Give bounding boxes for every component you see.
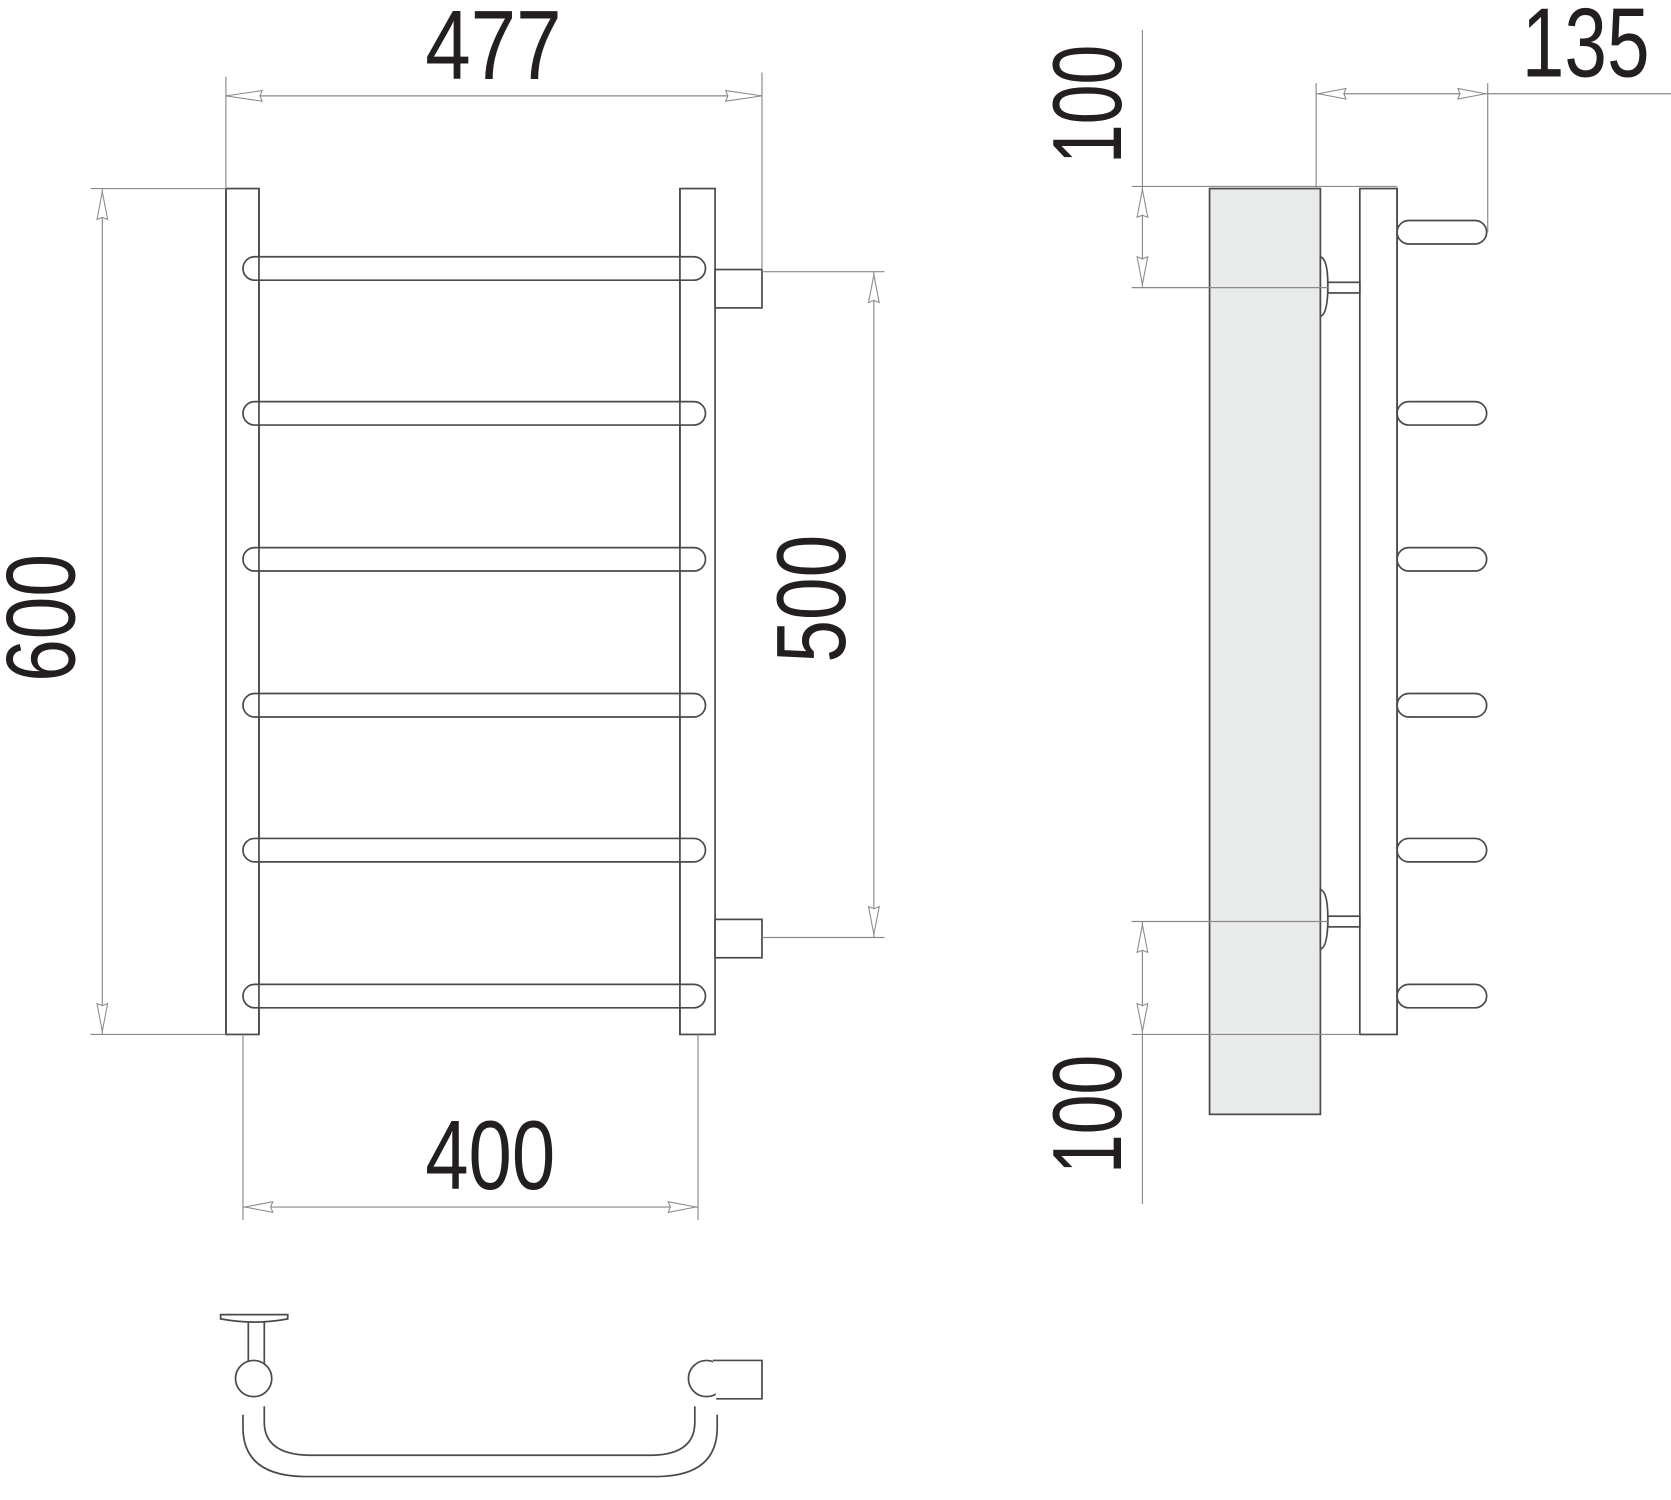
rung-5: [242, 837, 707, 863]
rung-1: [242, 255, 707, 282]
wall-plate-icon: [219, 1313, 289, 1323]
right-post: [679, 187, 716, 1036]
dim-label-477: 477: [425, 0, 561, 100]
rung-2: [242, 400, 707, 426]
dim-label-600: 600: [0, 554, 96, 682]
bottom-connector: [714, 918, 763, 959]
top-view: [219, 1313, 763, 1478]
dimension-rail-spacing: 400: [242, 1034, 699, 1220]
dimension-top-offset: 100: [1032, 29, 1398, 289]
dim-label-500: 500: [756, 535, 866, 663]
left-post: [225, 187, 260, 1036]
dimension-overall-height: 600: [0, 187, 226, 1036]
wall-mount-bottom: [1319, 888, 1361, 951]
dim-label-400: 400: [425, 1100, 555, 1210]
side-rods: [1396, 188, 1488, 1035]
side-rail: [1358, 187, 1398, 1036]
side-rod-5: [1396, 837, 1488, 863]
rungs: [225, 188, 707, 1035]
side-connector: [712, 1359, 763, 1400]
dim-label-100-bottom: 100: [1032, 1055, 1142, 1174]
front-view: 477 600 500 400: [0, 0, 885, 1220]
dimension-overall-width: 477: [225, 0, 763, 270]
u-tube-outer: [242, 1414, 719, 1478]
u-tube-inner: [263, 1406, 696, 1457]
dim-label-100-top: 100: [1032, 45, 1142, 164]
wall-mount-top: [1319, 255, 1361, 318]
wall-bracket-stem: [247, 1318, 266, 1366]
rung-6: [242, 983, 707, 1009]
dim-label-135: 135: [1522, 0, 1650, 98]
side-rod-6: [1396, 983, 1488, 1009]
rung-4: [242, 692, 707, 718]
rung-3: [242, 546, 707, 572]
side-rod-4: [1396, 692, 1488, 718]
dimension-depth: 135: [1315, 0, 1671, 233]
side-rod-2: [1396, 400, 1488, 426]
left-rail-section: [234, 1359, 273, 1398]
top-connector: [714, 268, 763, 309]
side-rod-3: [1396, 546, 1488, 572]
wall-section: [1208, 187, 1322, 1116]
dimension-bottom-offset: 100: [1032, 920, 1360, 1204]
side-rod-1: [1396, 219, 1488, 245]
side-view: 135 100 100: [1032, 0, 1671, 1204]
dimension-connection-spacing: 500: [756, 271, 885, 939]
